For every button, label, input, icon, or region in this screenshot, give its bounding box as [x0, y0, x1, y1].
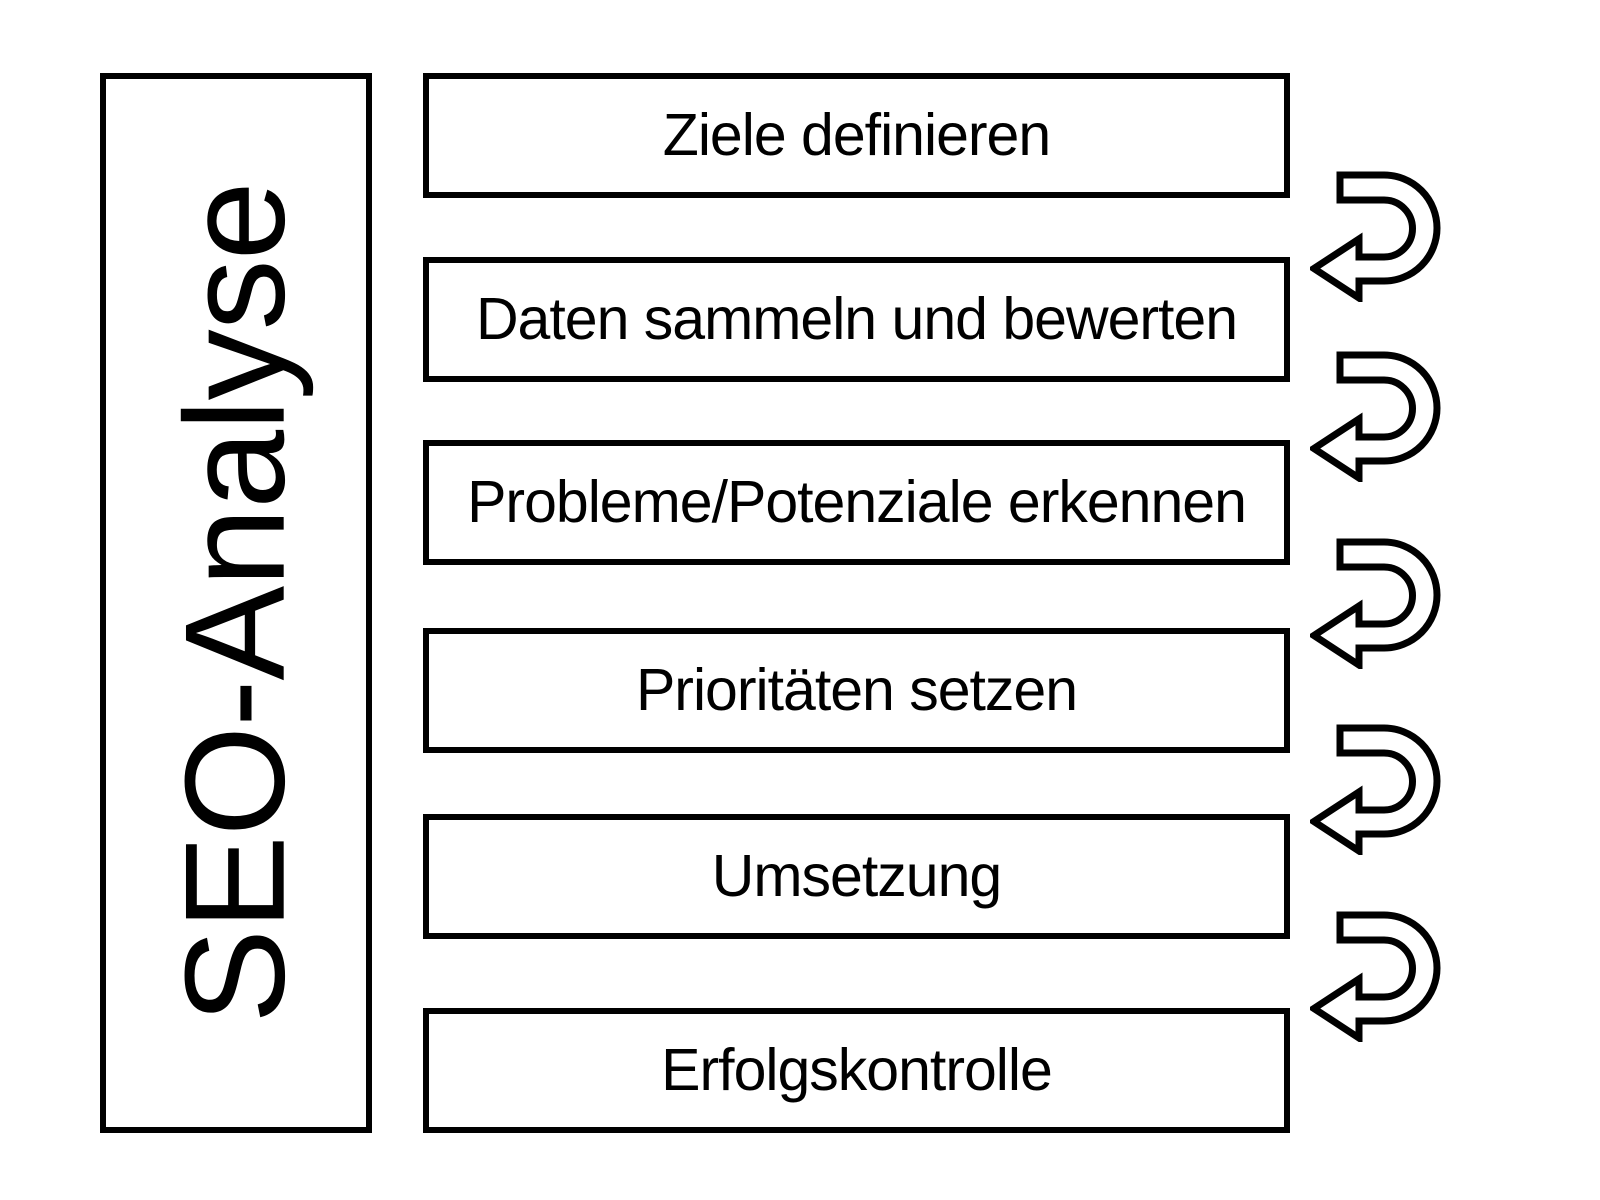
- step-label: Ziele definieren: [662, 102, 1051, 168]
- step-box-erfolgskontrolle: Erfolgskontrolle: [423, 1008, 1290, 1133]
- step-box-daten-sammeln: Daten sammeln und bewerten: [423, 257, 1290, 382]
- step-box-prioritaeten-setzen: Prioritäten setzen: [423, 628, 1290, 753]
- title-box: SEO-Analyse: [100, 73, 372, 1133]
- step-label: Probleme/Potenziale erkennen: [467, 469, 1247, 535]
- step-label: Daten sammeln und bewerten: [475, 286, 1238, 352]
- step-box-probleme-potenziale: Probleme/Potenziale erkennen: [423, 440, 1290, 565]
- step-box-umsetzung: Umsetzung: [423, 814, 1290, 939]
- step-label: Erfolgskontrolle: [661, 1037, 1053, 1103]
- loop-arrow-icon: [1310, 538, 1441, 669]
- diagram-title: SEO-Analyse: [156, 182, 316, 1024]
- loop-arrow-icon: [1310, 911, 1441, 1042]
- step-box-ziele-definieren: Ziele definieren: [423, 73, 1290, 198]
- step-label: Umsetzung: [711, 843, 1002, 909]
- loop-arrow-icon: [1310, 171, 1441, 302]
- loop-arrow-icon: [1310, 351, 1441, 482]
- loop-arrow-icon: [1310, 724, 1441, 855]
- step-label: Prioritäten setzen: [635, 657, 1078, 723]
